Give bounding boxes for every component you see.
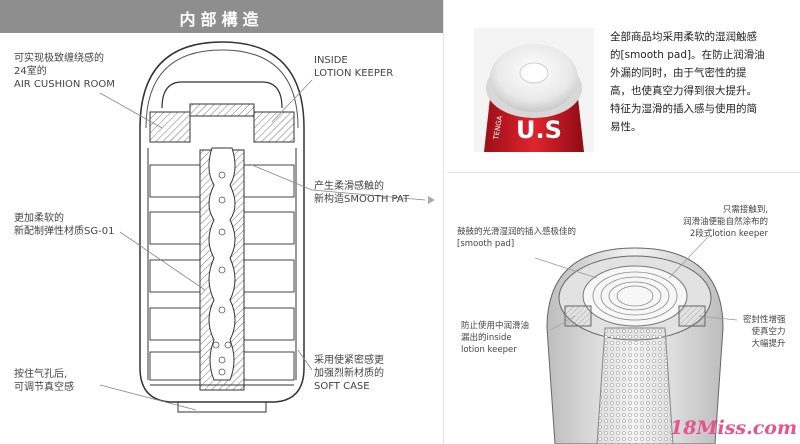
arrow-right-icon bbox=[428, 196, 435, 204]
cutaway-diagram-panel: 鼓鼓的光滑湿润的插入感极佳的 [smooth pad] 只需接触到, 润滑油便能… bbox=[447, 178, 800, 444]
inner-cap bbox=[161, 81, 283, 109]
label-seal: 密封性增强 使真空力 大幅提升 bbox=[743, 315, 786, 349]
label-smooth-pat: 产生柔滑感触的 新构造SMOOTH PAT bbox=[314, 181, 410, 205]
horizontal-divider bbox=[447, 172, 800, 173]
vertical-divider bbox=[443, 0, 444, 444]
label-smooth-pad: 鼓鼓的光滑湿润的插入感极佳的 [smooth pad] bbox=[457, 227, 577, 249]
label-sg01: 更加柔软的 新配制弹性材质SG-01 bbox=[14, 213, 115, 237]
page-title: 内部構造 bbox=[179, 10, 264, 29]
cutaway-diagram bbox=[534, 235, 738, 444]
label-two-stage-keeper: 只需接触到, 润滑油便能自然涂布的 2段式lotion keeper bbox=[683, 205, 769, 239]
header-bar: 内部構造 bbox=[0, 0, 443, 33]
cap-ring-left bbox=[149, 111, 191, 143]
site-watermark: 18Miss.com bbox=[670, 417, 798, 439]
product-description: 全部商品均采用柔软的湿润触感 的[smooth pad]。在防止润滑油 外漏的同… bbox=[610, 31, 765, 133]
cap-ring-right bbox=[253, 111, 295, 143]
smooth-pat-bumps bbox=[212, 171, 232, 376]
cup-print-text: U.S bbox=[516, 116, 562, 144]
cross-section-diagram bbox=[99, 41, 426, 413]
base bbox=[150, 384, 294, 413]
label-air-cushion: 可实现极致缠绕感的 24室的 AIR CUSHION ROOM bbox=[14, 53, 115, 90]
label-soft-case: 采用使紧密感更 加强烈新材质的 SOFT CASE bbox=[314, 355, 384, 392]
outer-case bbox=[139, 41, 305, 403]
product-photo: U.S TENGA bbox=[474, 28, 594, 152]
structure-panel: 内部構造 bbox=[0, 0, 443, 413]
label-air-hole: 按住气孔后, 可调节真空感 bbox=[14, 369, 74, 393]
label-inside-keeper: INSIDE LOTION KEEPER bbox=[314, 55, 394, 79]
product-cup-image: U.S TENGA bbox=[474, 28, 594, 152]
cutaway-inner-sleeve bbox=[596, 327, 674, 444]
label-prevent-leak: 防止使用中润滑油 漏出的inside lotion keeper bbox=[461, 321, 530, 355]
inner-channel bbox=[208, 147, 236, 381]
